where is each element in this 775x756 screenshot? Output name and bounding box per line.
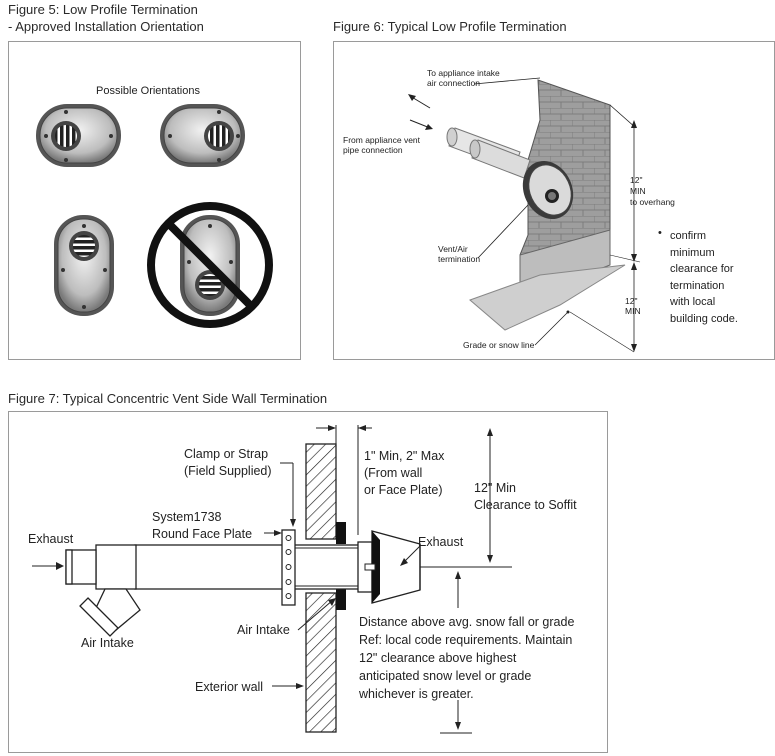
exterior-wall-upper bbox=[305, 443, 337, 540]
clearance-note-line: clearance for bbox=[670, 263, 734, 275]
figure-5-caption-line-1: Figure 5: Low Profile Termination bbox=[8, 2, 198, 17]
exhaust-left-label: Exhaust bbox=[28, 532, 74, 546]
figure-5-caption-line-2: - Approved Installation Orientation bbox=[8, 19, 204, 34]
tee-fitting bbox=[65, 544, 141, 637]
overhang-dimension-3: to overhang bbox=[630, 197, 675, 207]
vent-label-line-2: pipe connection bbox=[343, 145, 403, 155]
clearance-note-line: minimum bbox=[670, 246, 715, 259]
snow-clearance-line: anticipated snow level or grade bbox=[359, 669, 532, 683]
overhang-dimension-1: 12" bbox=[630, 175, 643, 185]
clamp-label-line-2: (Field Supplied) bbox=[184, 464, 272, 478]
face-plate-label-line-1: System1738 bbox=[152, 510, 222, 524]
termination-horizontal-2 bbox=[160, 104, 245, 167]
clearance-note: confirm minimum clearance for terminatio… bbox=[670, 228, 738, 327]
figure-6-drawing bbox=[408, 77, 641, 353]
grade-snow-line-label: Grade or snow line bbox=[463, 340, 535, 350]
termination-label-line-1: Vent/Air bbox=[438, 244, 468, 254]
figure-6-caption: Figure 6: Typical Low Profile Terminatio… bbox=[333, 19, 567, 34]
soffit-label-line-1: 12" Min bbox=[474, 481, 516, 495]
figure-7-caption: Figure 7: Typical Concentric Vent Side W… bbox=[8, 391, 328, 406]
snow-clearance-line: Distance above avg. snow fall or grade bbox=[359, 615, 575, 629]
vent-air-termination bbox=[522, 160, 574, 220]
clearance-note-bullet: • bbox=[658, 227, 662, 239]
intake-and-vent-pipes bbox=[446, 127, 531, 179]
gap-label-line-3: or Face Plate) bbox=[364, 483, 443, 497]
snow-clearance-line: Ref: local code requirements. Maintain bbox=[359, 633, 573, 647]
snow-clearance-line: 12" clearance above highest bbox=[359, 651, 517, 665]
gap-label-line-2: (From wall bbox=[364, 466, 423, 480]
overhang-dimension-2: MIN bbox=[630, 186, 646, 196]
exhaust-terminal bbox=[357, 530, 421, 604]
intake-label-line-1: To appliance intake bbox=[427, 68, 500, 78]
face-plate-label-line-2: Round Face Plate bbox=[152, 527, 253, 541]
vent-label-line-1: From appliance vent bbox=[343, 135, 421, 145]
gap-label-line-1: 1" Min, 2" Max bbox=[364, 449, 445, 463]
clearance-note-line: termination bbox=[670, 279, 725, 292]
snow-clearance-note: Distance above avg. snow fall or grade R… bbox=[359, 613, 574, 703]
termination-label-line-2: termination bbox=[438, 254, 481, 264]
soffit-label-line-2: Clearance to Soffit bbox=[474, 498, 577, 512]
clamp-label-line-1: Clamp or Strap bbox=[184, 447, 269, 461]
possible-orientations-heading: Possible Orientations bbox=[96, 85, 200, 97]
round-face-plate bbox=[281, 529, 296, 606]
termination-vertical-approved bbox=[54, 215, 114, 316]
clearance-note-line: confirm bbox=[670, 230, 707, 242]
intake-label-line-2: air connection bbox=[427, 78, 480, 88]
exterior-wall-label: Exterior wall bbox=[195, 680, 264, 694]
termination-horizontal-1 bbox=[36, 104, 121, 167]
grade-dimension-1: 12" bbox=[625, 296, 638, 306]
air-intake-mid-label: Air Intake bbox=[237, 623, 290, 637]
exhaust-right-label: Exhaust bbox=[418, 535, 464, 549]
clearance-note-line: building code. bbox=[670, 312, 738, 325]
air-intake-left-label: Air Intake bbox=[81, 636, 134, 650]
snow-clearance-line: whichever is greater. bbox=[359, 687, 474, 701]
prohibited-sign-icon bbox=[147, 202, 273, 328]
grade-dimension-2: MIN bbox=[625, 306, 641, 316]
concentric-vent-pipe bbox=[134, 544, 366, 590]
exterior-wall-lower bbox=[305, 592, 337, 733]
clearance-note-line: with local bbox=[670, 296, 716, 308]
